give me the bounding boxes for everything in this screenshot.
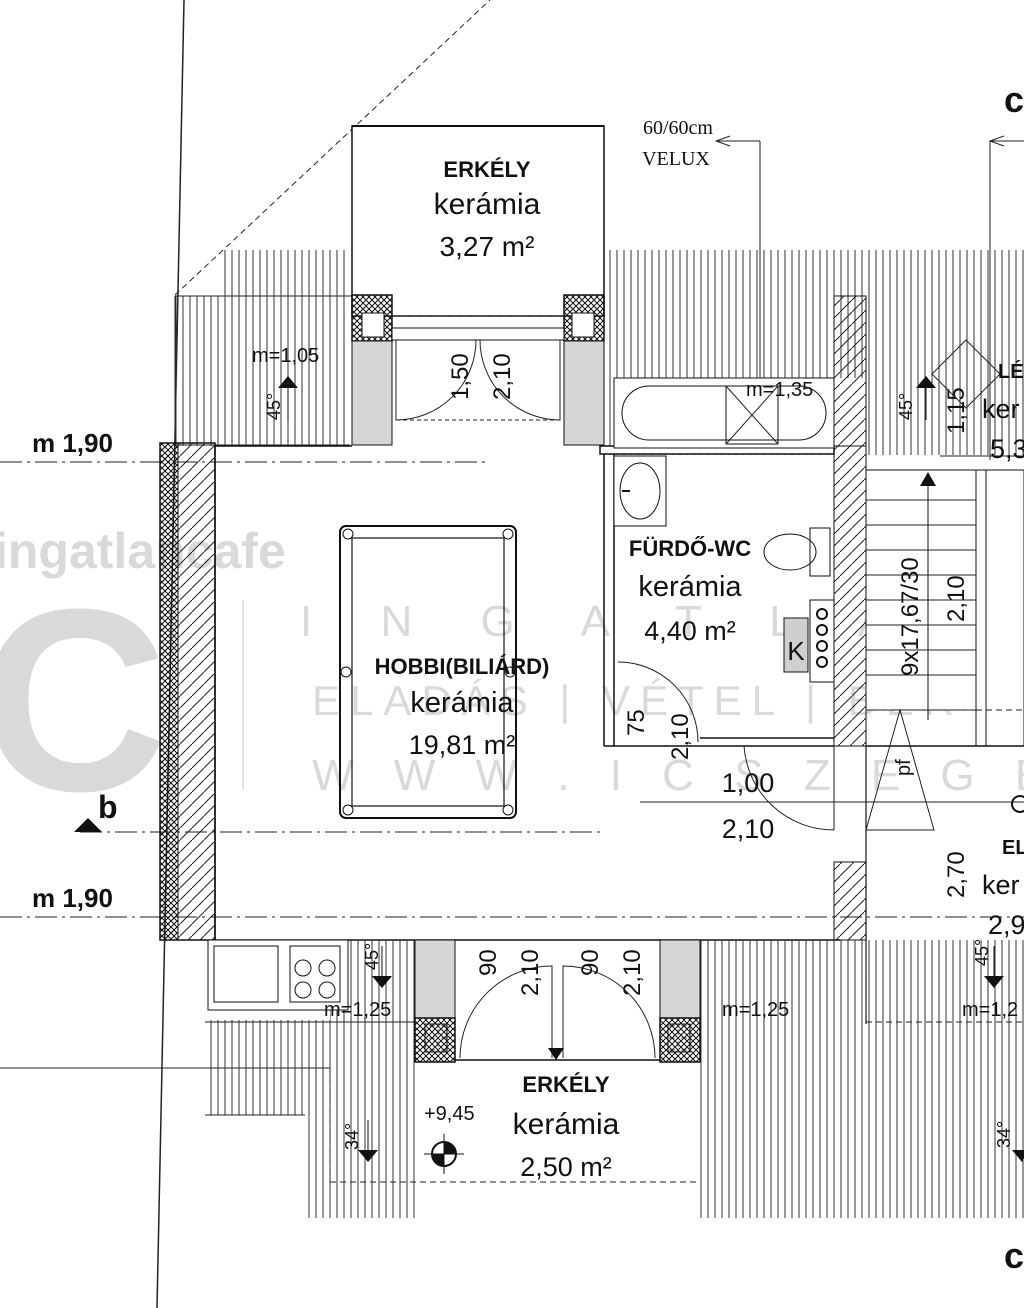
right-bottom-letter: c (1004, 1235, 1024, 1276)
door-middle-height: 2,10 (722, 814, 775, 844)
right-dim-270: 2,70 (943, 851, 970, 898)
elevation-marker-icon (424, 1134, 464, 1174)
hobby-room-material: kerámia (410, 687, 514, 719)
slope-45-a: 45° (264, 393, 284, 420)
door-b2-height: 2,10 (619, 949, 646, 996)
slope-34-a: 34° (342, 1123, 362, 1150)
door-middle: 1,00 2,10 (660, 745, 835, 844)
kitchenette (207, 939, 349, 1011)
bath-door-height: 2,10 (667, 713, 694, 760)
stairs-label: 9x17,67/30 (897, 557, 924, 676)
bathroom-name: FÜRDŐ-WC (629, 536, 751, 561)
section-b-label: b (98, 789, 118, 825)
balcony-top-name: ERKÉLY (443, 157, 531, 182)
velux-size: 60/60cm (643, 117, 713, 139)
watermark-line3: W W W . I C S Z E G E D (312, 751, 1024, 800)
balcony-top: ERKÉLY kerámia 3,27 m² 1,50 2,10 (351, 125, 605, 446)
right-room1-area: 5,3 (990, 434, 1024, 464)
stairs: 9x17,67/30 2,10 pf 1,15 2,70 (865, 339, 1024, 1024)
pf-label: pf (893, 759, 915, 776)
boiler-label: K (787, 636, 805, 666)
door-b1-height: 2,10 (517, 949, 544, 996)
watermark-logo: C (0, 556, 168, 846)
right-top-letter: c (1004, 79, 1024, 120)
right-room2-material: ker (982, 870, 1020, 900)
roof-labels: m=1,05 m=1,35 m=1,25 m=1,25 m=1,2 45° 45… (252, 345, 1024, 1162)
watermark-brand: ingatlancafe (0, 523, 286, 579)
level-top: m 1,90 (32, 428, 113, 458)
billiard-table-icon (339, 525, 517, 819)
stairs-height: 2,10 (943, 575, 970, 622)
slope-45-c: 45° (362, 943, 382, 970)
balcony-top-material: kerámia (434, 188, 541, 221)
velux-note: 60/60cm VELUX (642, 117, 1024, 460)
bathroom-area: 4,40 m² (644, 616, 736, 646)
balcony-bottom-name: ERKÉLY (522, 1072, 610, 1097)
slope-45-d: 45° (972, 939, 992, 966)
door-top-width: 1,50 (447, 353, 474, 400)
level-marks: m 1,90 m 1,90 b (32, 428, 118, 913)
right-room2-name: EL (1002, 837, 1024, 859)
roof-m125-mid: m=1,25 (722, 999, 789, 1021)
roof-bottom (205, 940, 1024, 1218)
elevation-label: +9,45 (424, 1103, 475, 1125)
roof-m135: m=1,35 (746, 379, 813, 401)
bathroom-material: kerámia (638, 571, 742, 603)
right-partial: c c LÉ ker 5,3 EL ker 2,9 (982, 79, 1024, 1276)
right-room1-name: LÉ (998, 360, 1024, 383)
balcony-top-area: 3,27 m² (440, 231, 535, 262)
hobby-room-area: 19,81 m² (409, 730, 516, 760)
balcony-bottom: ERKÉLY kerámia 2,50 m² +9,45 90 2,10 90 … (414, 939, 701, 1182)
slope-45-b: 45° (896, 393, 916, 420)
balcony-bottom-material: kerámia (513, 1108, 620, 1141)
hobby-room: HOBBI(BILIÁRD) kerámia 19,81 m² (339, 525, 550, 819)
door-b1-width: 90 (475, 949, 502, 976)
door-middle-width: 1,00 (722, 768, 775, 798)
slope-34-b: 34° (994, 1121, 1014, 1148)
door-top-height: 2,10 (489, 353, 516, 400)
bathroom: K FÜRDŐ-WC kerámia 4,40 m² 75 2,10 (613, 377, 835, 760)
door-b2-width: 90 (577, 949, 604, 976)
walls (159, 295, 867, 941)
right-dim-115: 1,15 (943, 387, 970, 434)
bath-door-width: 75 (623, 709, 650, 736)
balcony-bottom-area: 2,50 m² (520, 1152, 612, 1182)
hobby-room-name: HOBBI(BILIÁRD) (375, 654, 550, 679)
right-room2-area: 2,9 (988, 910, 1024, 940)
velux-label: VELUX (642, 148, 710, 170)
right-room1-material: ker (982, 394, 1020, 424)
level-bottom: m 1,90 (32, 883, 113, 913)
roof-m105: m=1,05 (252, 345, 319, 367)
roof-m125-left: m=1,25 (324, 999, 391, 1021)
roof-m125-right: m=1,2 (962, 999, 1018, 1021)
